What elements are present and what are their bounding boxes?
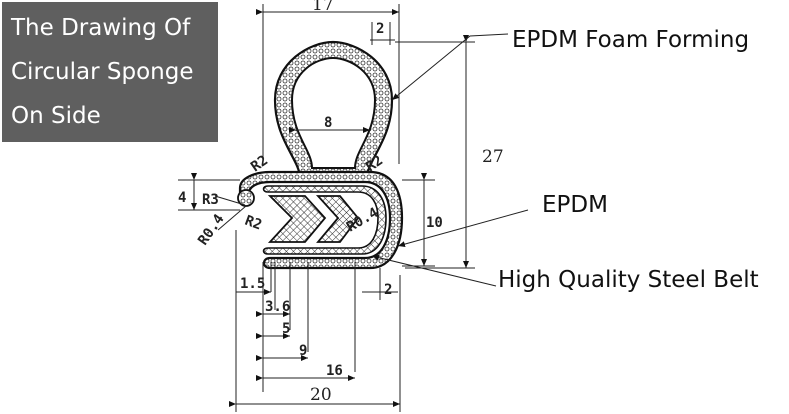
dim-3-6: 3.6	[265, 299, 290, 315]
dim-height: 27	[482, 147, 504, 167]
inner-fin-1	[267, 195, 327, 243]
steel-belt-core	[262, 185, 387, 255]
callout-leader-foam	[391, 33, 509, 101]
dim-wall: 2	[376, 21, 384, 37]
callout-steel-label: High Quality Steel Belt	[498, 267, 759, 293]
radius-r2-right: R2	[363, 153, 386, 176]
callout-epdm-label: EPDM	[542, 192, 608, 218]
callout-foam-label: EPDM Foam Forming	[512, 27, 749, 53]
radius-r2-lower: R2	[243, 213, 264, 234]
dim-bottom-wall: 2	[384, 282, 392, 298]
radius-r2-left: R2	[248, 153, 271, 176]
dim-left-height: 4	[178, 190, 186, 206]
callout-leader-epdm	[397, 209, 529, 248]
caption-line-1: The Drawing Of	[11, 15, 191, 41]
bulb-hollow	[290, 56, 377, 169]
dim-grip-height: 10	[426, 215, 443, 231]
caption-line-2: Circular Sponge	[11, 59, 194, 85]
dim-16: 16	[326, 363, 343, 379]
inner-fin-2	[315, 195, 360, 243]
dim-9: 9	[299, 343, 307, 359]
caption-box: The Drawing Of Circular Sponge On Side	[2, 2, 218, 142]
dim-1-5: 1.5	[240, 276, 265, 292]
dim-20: 20	[310, 385, 332, 405]
caption-line-3: On Side	[11, 103, 101, 129]
dim-bulb-inner: 8	[324, 115, 332, 131]
grip-outer	[238, 170, 404, 270]
radius-r0-4-left: R0.4	[195, 211, 227, 248]
radius-r3: R3	[202, 192, 219, 208]
callout-leader-steel	[371, 254, 497, 287]
dim-top-width: 17	[312, 0, 334, 15]
dim-5: 5	[282, 321, 290, 337]
